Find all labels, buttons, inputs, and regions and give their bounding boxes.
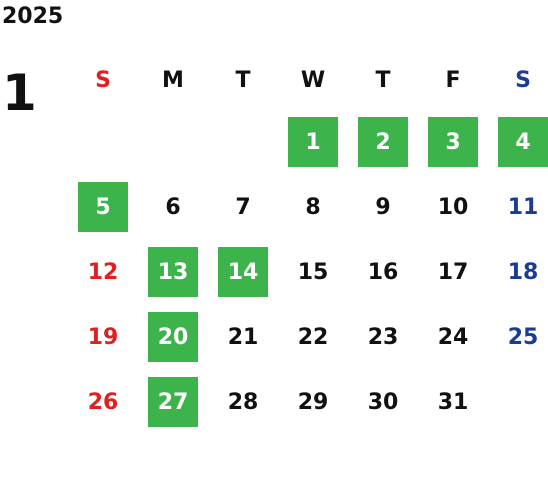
weekday-monday: M bbox=[162, 67, 184, 93]
day-cell[interactable]: 19 bbox=[87, 325, 119, 350]
day-cell-holiday[interactable]: 27 bbox=[148, 377, 198, 427]
day-cell[interactable]: 25 bbox=[507, 325, 539, 350]
day-cell[interactable]: 29 bbox=[297, 390, 329, 415]
weekday-wednesday: W bbox=[300, 67, 326, 93]
day-cell-holiday[interactable]: 5 bbox=[78, 182, 128, 232]
day-cell-holiday[interactable]: 14 bbox=[218, 247, 268, 297]
calendar-grid: S M T W T F S 1 2 3 4 5 6 7 8 9 10 11 12… bbox=[68, 50, 548, 435]
day-cell[interactable]: 18 bbox=[507, 260, 539, 285]
day-cell[interactable]: 21 bbox=[227, 325, 259, 350]
day-cell[interactable]: 23 bbox=[367, 325, 399, 350]
weekday-thursday: T bbox=[375, 67, 391, 93]
day-cell[interactable]: 30 bbox=[367, 390, 399, 415]
day-cell[interactable]: 6 bbox=[165, 195, 181, 220]
day-cell[interactable]: 7 bbox=[235, 195, 251, 220]
day-cell[interactable]: 9 bbox=[375, 195, 391, 220]
weekday-sunday: S bbox=[95, 67, 111, 93]
day-cell[interactable]: 17 bbox=[437, 260, 469, 285]
day-cell[interactable]: 11 bbox=[507, 195, 539, 220]
day-cell-holiday[interactable]: 20 bbox=[148, 312, 198, 362]
day-cell[interactable]: 28 bbox=[227, 390, 259, 415]
weekday-tuesday: T bbox=[235, 67, 251, 93]
day-cell[interactable]: 16 bbox=[367, 260, 399, 285]
day-cell[interactable]: 22 bbox=[297, 325, 329, 350]
day-cell[interactable]: 24 bbox=[437, 325, 469, 350]
day-cell[interactable]: 31 bbox=[437, 390, 469, 415]
day-cell[interactable]: 12 bbox=[87, 260, 119, 285]
day-cell-holiday[interactable]: 2 bbox=[358, 117, 408, 167]
day-cell-holiday[interactable]: 1 bbox=[288, 117, 338, 167]
day-cell[interactable]: 26 bbox=[87, 390, 119, 415]
month-label: 1 bbox=[2, 64, 37, 122]
day-cell[interactable]: 15 bbox=[297, 260, 329, 285]
year-label: 2025 bbox=[2, 4, 64, 29]
day-cell-holiday[interactable]: 13 bbox=[148, 247, 198, 297]
weekday-saturday: S bbox=[515, 67, 531, 93]
day-cell-holiday[interactable]: 4 bbox=[498, 117, 548, 167]
day-cell[interactable]: 10 bbox=[437, 195, 469, 220]
weekday-friday: F bbox=[445, 67, 461, 93]
day-cell[interactable]: 8 bbox=[305, 195, 321, 220]
day-cell-holiday[interactable]: 3 bbox=[428, 117, 478, 167]
